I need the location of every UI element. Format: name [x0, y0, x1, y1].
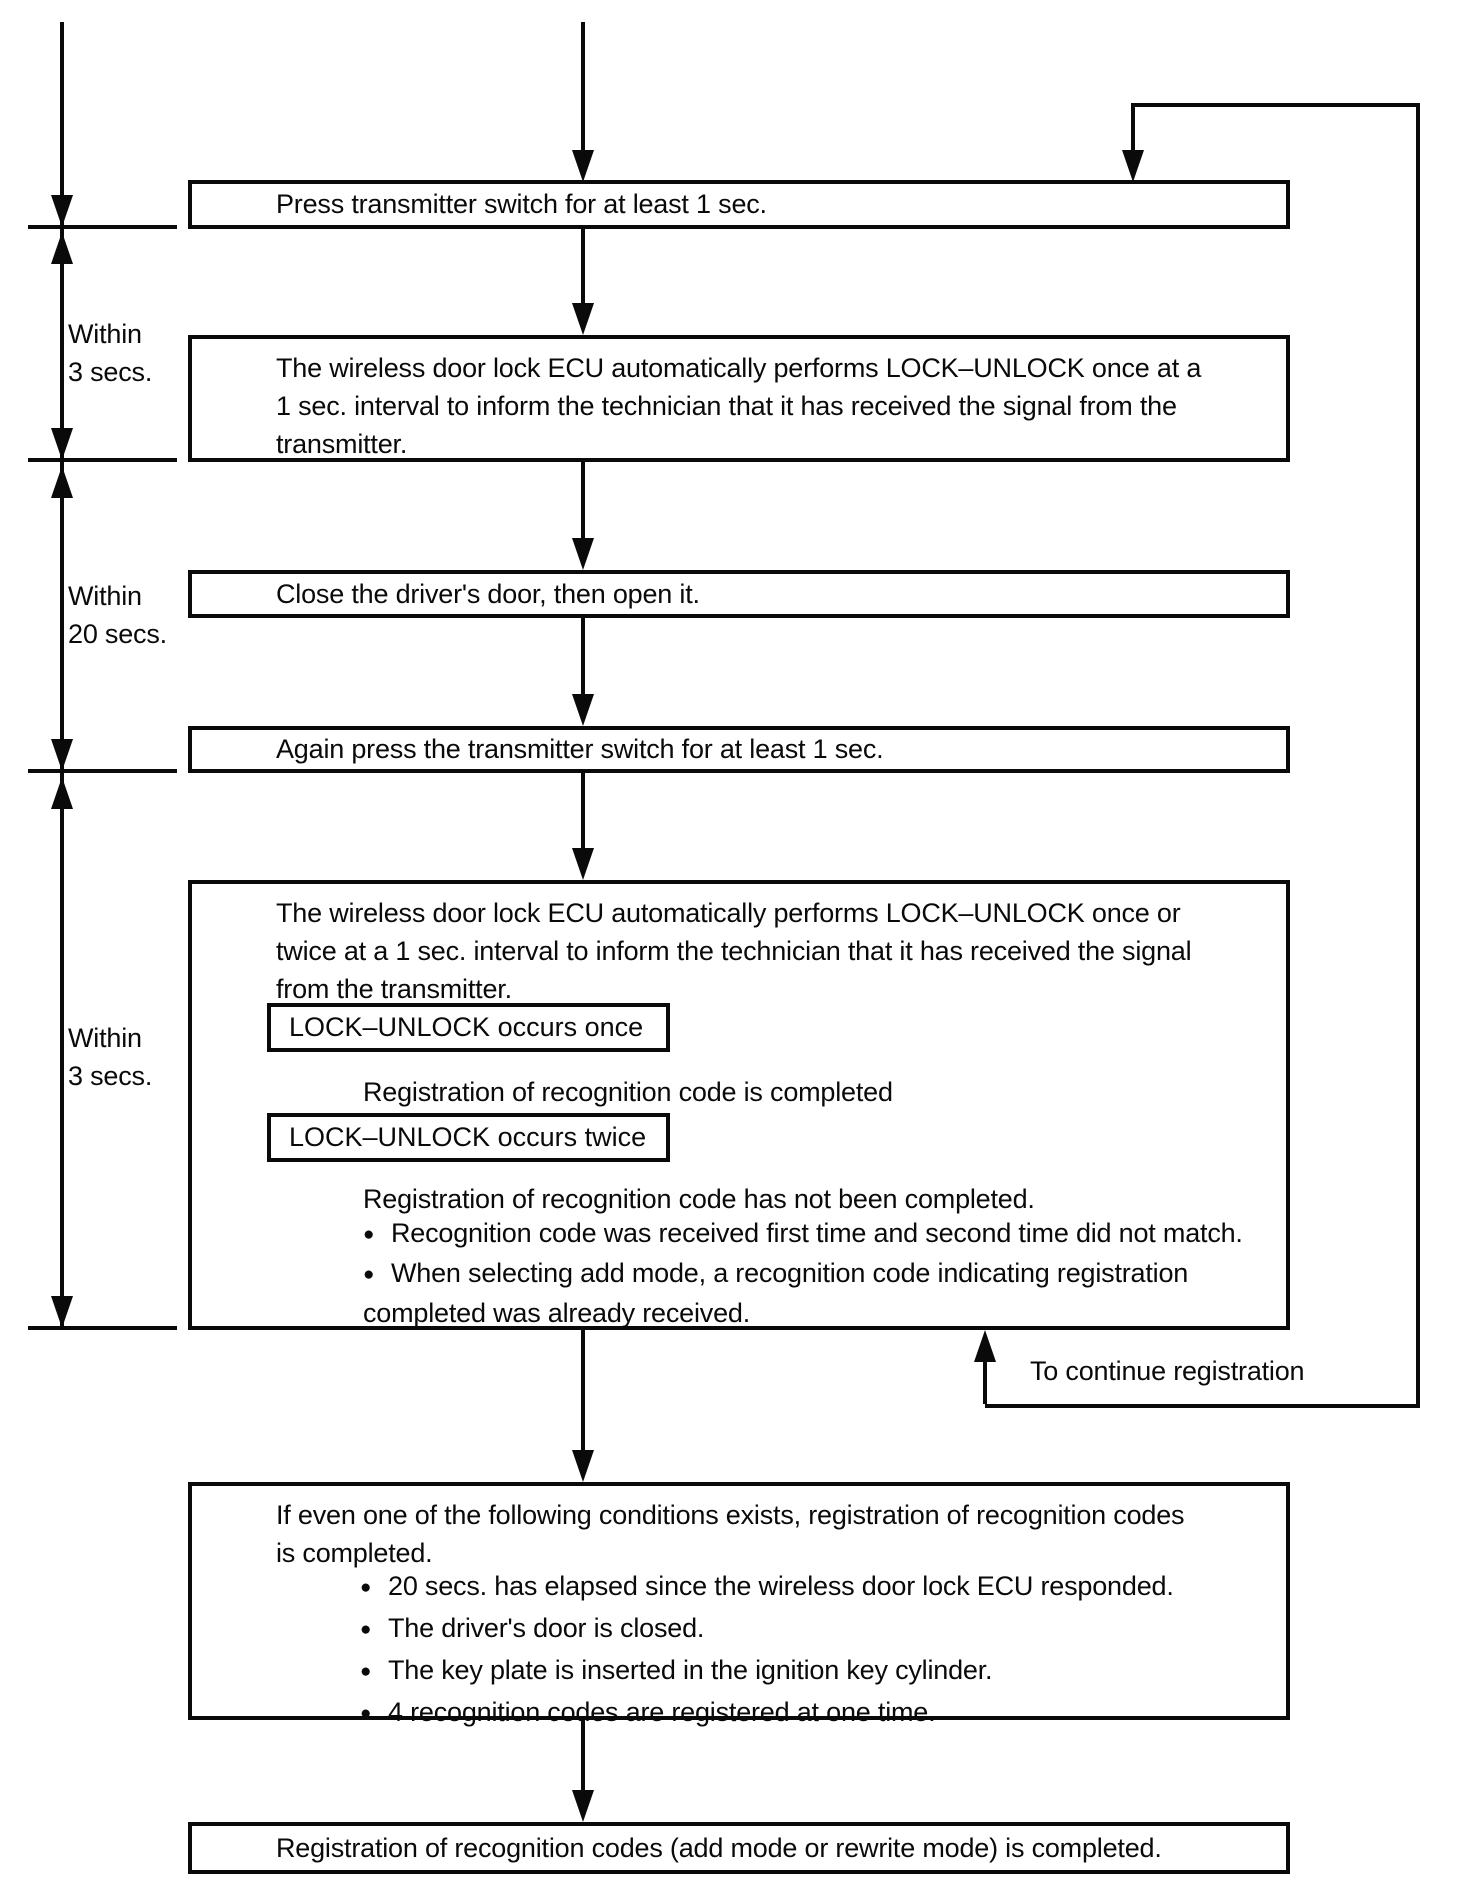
timing-label-line: 3 secs.	[68, 1061, 153, 1091]
bullet-icon: ●	[360, 1619, 372, 1640]
bullet-text: The key plate is inserted in the ignitio…	[388, 1655, 993, 1685]
step6-box: If even one of the following conditions …	[188, 1482, 1290, 1727]
timing-label-line: 20 secs.	[68, 619, 167, 649]
once-result-text: Registration of recognition code is comp…	[363, 1077, 893, 1107]
list-item: ● The key plate is inserted in the igniti…	[360, 1650, 1285, 1692]
twice-result-text: Registration of recognition code has not…	[363, 1184, 1035, 1214]
bullet-icon: ●	[363, 1264, 375, 1285]
loop-arrow-down-icon	[1122, 150, 1144, 182]
step2-text: The wireless door lock ECU automatically…	[276, 349, 1201, 463]
bullet-text: 4 recognition codes are registered at on…	[388, 1697, 936, 1727]
flow-arrow-down-icon	[572, 1790, 594, 1822]
step1-text: Press transmitter switch for at least 1 …	[276, 189, 767, 219]
step5-intro-line: from the transmitter.	[276, 974, 512, 1004]
lock-unlock-twice-label: LOCK–UNLOCK occurs twice	[289, 1122, 647, 1152]
dimension-arrow-down-icon	[51, 195, 73, 227]
flow-line	[581, 1330, 585, 1450]
list-item: ● 4 recognition codes are registered at o…	[360, 1692, 1285, 1734]
dimension-arrow-down-icon	[51, 428, 73, 460]
step2-box: The wireless door lock ECU automatically…	[188, 335, 1290, 462]
loop-arrow-up-icon	[974, 1330, 996, 1362]
tick-mark-2	[28, 458, 177, 462]
flow-line	[581, 773, 585, 848]
flow-line	[581, 1720, 585, 1790]
conditions-bullet-list: ● 20 secs. has elapsed since the wireless…	[360, 1566, 1285, 1734]
step7-box: Registration of recognition codes (add m…	[188, 1822, 1290, 1874]
timing-label-line: Within	[68, 319, 142, 349]
bullet-icon: ●	[363, 1224, 375, 1245]
tick-mark-3	[28, 769, 177, 773]
timing-label-within-3-secs-1: Within 3 secs.	[68, 315, 152, 391]
loop-line-bottom	[985, 1404, 1420, 1408]
timing-label-within-3-secs-2: Within 3 secs.	[68, 1019, 152, 1095]
step7-text: Registration of recognition codes (add m…	[276, 1832, 1162, 1863]
step3-text: Close the driver's door, then open it.	[276, 578, 700, 609]
flow-arrow-down-icon	[572, 694, 594, 726]
flow-arrow-down-icon	[572, 150, 594, 182]
dimension-arrow-down-icon	[51, 739, 73, 771]
step5-intro: The wireless door lock ECU automatically…	[276, 894, 1192, 1008]
list-item: ● The driver's door is closed.	[360, 1608, 1285, 1650]
step6-intro: If even one of the following conditions …	[276, 1496, 1185, 1572]
step3-box: Close the driver's door, then open it.	[188, 570, 1290, 618]
step4-box: Again press the transmitter switch for a…	[188, 726, 1290, 773]
bullet-text: When selecting add mode, a recognition c…	[363, 1258, 1189, 1328]
step6-intro-line: If even one of the following conditions …	[276, 1500, 1185, 1530]
step5-box: The wireless door lock ECU automatically…	[188, 880, 1290, 1330]
step2-line: 1 sec. interval to inform the technician…	[276, 391, 1177, 421]
step6-intro-line: is completed.	[276, 1538, 433, 1568]
timing-label-line: Within	[68, 581, 142, 611]
loop-line-top	[1131, 103, 1420, 107]
timing-label-within-20-secs: Within 20 secs.	[68, 577, 167, 653]
bullet-text: 20 secs. has elapsed since the wireless …	[388, 1571, 1174, 1601]
list-item: ● 20 secs. has elapsed since the wireless…	[360, 1566, 1285, 1608]
timing-bracket-line	[60, 22, 64, 1330]
step2-line: transmitter.	[276, 429, 408, 459]
tick-mark-4	[28, 1326, 177, 1330]
dimension-arrow-up-icon	[51, 232, 73, 264]
step1-box: Press transmitter switch for at least 1 …	[188, 180, 1290, 229]
twice-bullet-list: ● Recognition code was received first tim…	[363, 1214, 1288, 1333]
list-item: ●When selecting add mode, a recognition …	[363, 1254, 1288, 1333]
bullet-text: The driver's door is closed.	[388, 1613, 705, 1643]
step5-intro-line: twice at a 1 sec. interval to inform the…	[276, 936, 1192, 966]
bullet-text: Recognition code was received first time…	[391, 1218, 1243, 1248]
loop-return-line	[1131, 103, 1135, 150]
flow-arrow-down-icon	[572, 1450, 594, 1482]
dimension-arrow-down-icon	[51, 1296, 73, 1328]
flow-arrow-down-icon	[572, 538, 594, 570]
flow-line	[581, 462, 585, 538]
bullet-icon: ●	[360, 1577, 372, 1598]
lock-unlock-once-label: LOCK–UNLOCK occurs once	[289, 1012, 644, 1042]
tick-mark-1	[28, 225, 177, 229]
step4-text: Again press the transmitter switch for a…	[276, 734, 884, 764]
flow-arrow-down-icon	[572, 303, 594, 335]
timing-label-line: 3 secs.	[68, 357, 153, 387]
flow-arrow-down-icon	[572, 848, 594, 880]
flow-line	[581, 618, 585, 694]
list-item: ● Recognition code was received first tim…	[363, 1214, 1288, 1254]
flow-line	[581, 22, 585, 150]
lock-unlock-once-box: LOCK–UNLOCK occurs once	[267, 1003, 670, 1052]
flow-line	[581, 229, 585, 303]
loop-line-right	[1416, 103, 1420, 1408]
dimension-arrow-up-icon	[51, 777, 73, 809]
loop-exit-line	[983, 1360, 987, 1404]
lock-unlock-twice-box: LOCK–UNLOCK occurs twice	[267, 1113, 670, 1162]
bullet-icon: ●	[360, 1703, 372, 1724]
step2-line: The wireless door lock ECU automatically…	[276, 353, 1202, 383]
bullet-icon: ●	[360, 1661, 372, 1682]
loop-label: To continue registration	[1030, 1356, 1305, 1386]
step5-intro-line: The wireless door lock ECU automatically…	[276, 898, 1181, 928]
dimension-arrow-up-icon	[51, 466, 73, 498]
timing-label-line: Within	[68, 1023, 142, 1053]
